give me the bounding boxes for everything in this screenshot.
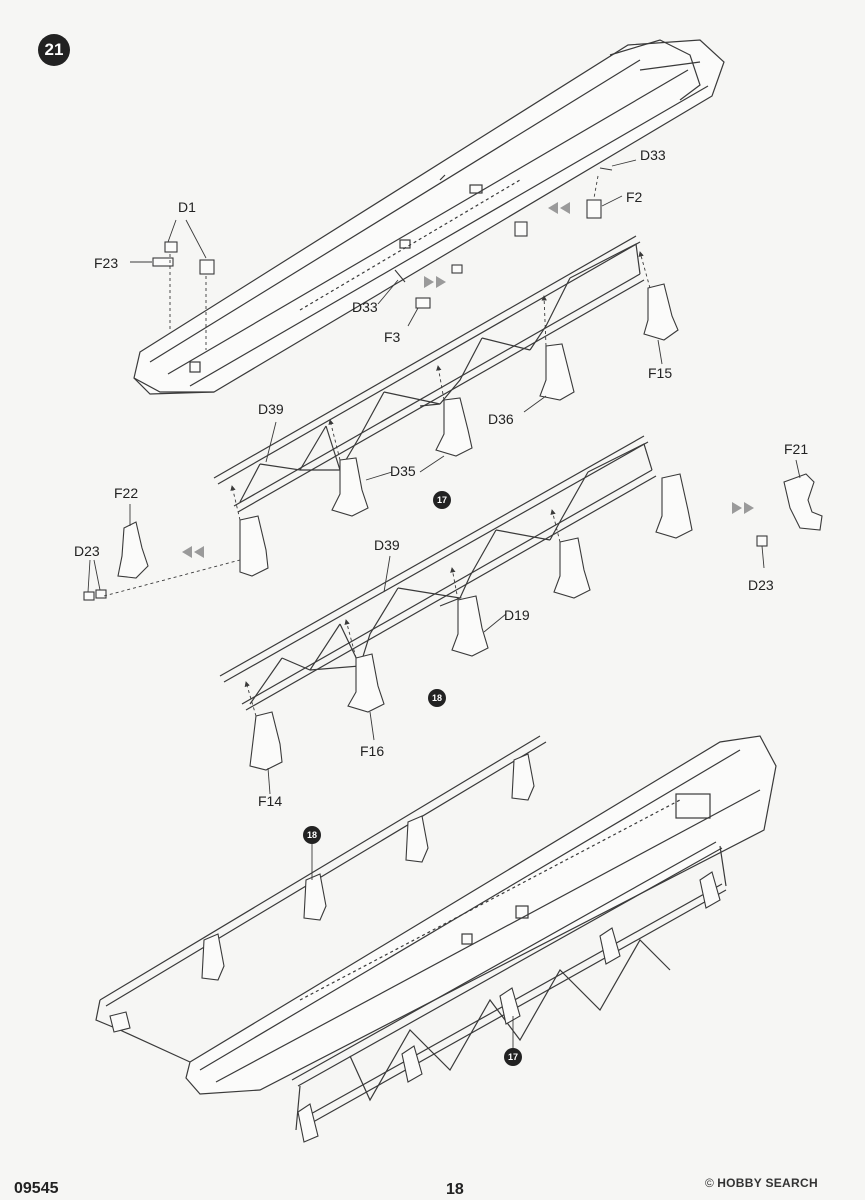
bracket-d19 [451, 595, 489, 657]
watermark-brand: HOBBY SEARCH [717, 1176, 818, 1190]
part-d23-left-a [83, 591, 95, 601]
bracket-f21-installed [655, 473, 693, 539]
sub-assembly-refs: 17 18 18 17 [303, 491, 522, 1066]
bracket-f22-installed [239, 515, 269, 577]
pin-d33-top [599, 167, 613, 171]
label-f16: F16 [360, 743, 384, 759]
ref-17-upper: 17 [437, 495, 447, 505]
label-d23-right: D23 [748, 577, 774, 593]
leader-lines-upper [230, 251, 663, 521]
boom-assembled [95, 735, 777, 1131]
boom-upper [133, 39, 725, 395]
part-labels: D33 F2 D1 F23 D33 F3 F15 D39 D36 D35 F21… [74, 147, 808, 809]
label-d33-top: D33 [640, 147, 666, 163]
brackets-assembled [109, 753, 721, 1143]
label-d36: D36 [488, 411, 514, 427]
bracket-d36 [539, 343, 575, 401]
ref-17-lower: 17 [508, 1052, 518, 1062]
page-number: 18 [446, 1181, 464, 1198]
label-d23-left: D23 [74, 543, 100, 559]
label-f21: F21 [784, 441, 808, 457]
part-f2 [586, 199, 602, 219]
watermark-symbol: © [705, 1176, 714, 1190]
bracket-f15 [643, 283, 679, 341]
ref-18-middle: 18 [432, 693, 442, 703]
label-d35: D35 [390, 463, 416, 479]
label-d1: D1 [178, 199, 196, 215]
brackets-upper [239, 283, 693, 577]
ref-18-lower: 18 [307, 830, 317, 840]
ladder-lower [219, 435, 657, 711]
label-d33-mid: D33 [352, 299, 378, 315]
label-d19: D19 [504, 607, 530, 623]
brackets-lower [249, 537, 591, 771]
part-f3 [415, 297, 431, 309]
part-f21 [783, 473, 823, 531]
bracket-d19-a [553, 537, 591, 599]
leader-lines-lower [244, 509, 561, 795]
parts-sides [83, 473, 823, 601]
ladder-upper [213, 235, 645, 513]
part-d1-left [164, 241, 178, 253]
label-f3: F3 [384, 329, 401, 345]
pin-d33-mid [394, 269, 406, 283]
part-f22 [117, 521, 149, 579]
label-d39-upper: D39 [258, 401, 284, 417]
part-d23-left-b [95, 589, 107, 599]
label-f15: F15 [648, 365, 672, 381]
watermark: © HOBBY SEARCH [705, 1176, 818, 1190]
bracket-d35-2 [331, 457, 369, 517]
bracket-d35 [435, 397, 473, 457]
part-d23-right [756, 535, 768, 547]
step-number-badge: 21 [38, 34, 70, 66]
part-f23 [152, 257, 174, 267]
label-f22: F22 [114, 485, 138, 501]
part-f2-installed [514, 221, 528, 237]
ref-leaders [311, 844, 514, 1048]
bracket-f14 [249, 711, 283, 771]
label-f2: F2 [626, 189, 643, 205]
part-d1-right [199, 259, 215, 275]
label-d39-lower: D39 [374, 537, 400, 553]
leader-lines-sides [87, 459, 801, 597]
bracket-f16 [347, 653, 385, 713]
part-f3-installed [451, 264, 463, 274]
label-f23: F23 [94, 255, 118, 271]
kit-number: 09545 [14, 1180, 59, 1197]
gray-direction-arrows [182, 202, 754, 558]
parts-top [152, 167, 613, 309]
leader-lines-top [130, 159, 637, 350]
label-f14: F14 [258, 793, 282, 809]
